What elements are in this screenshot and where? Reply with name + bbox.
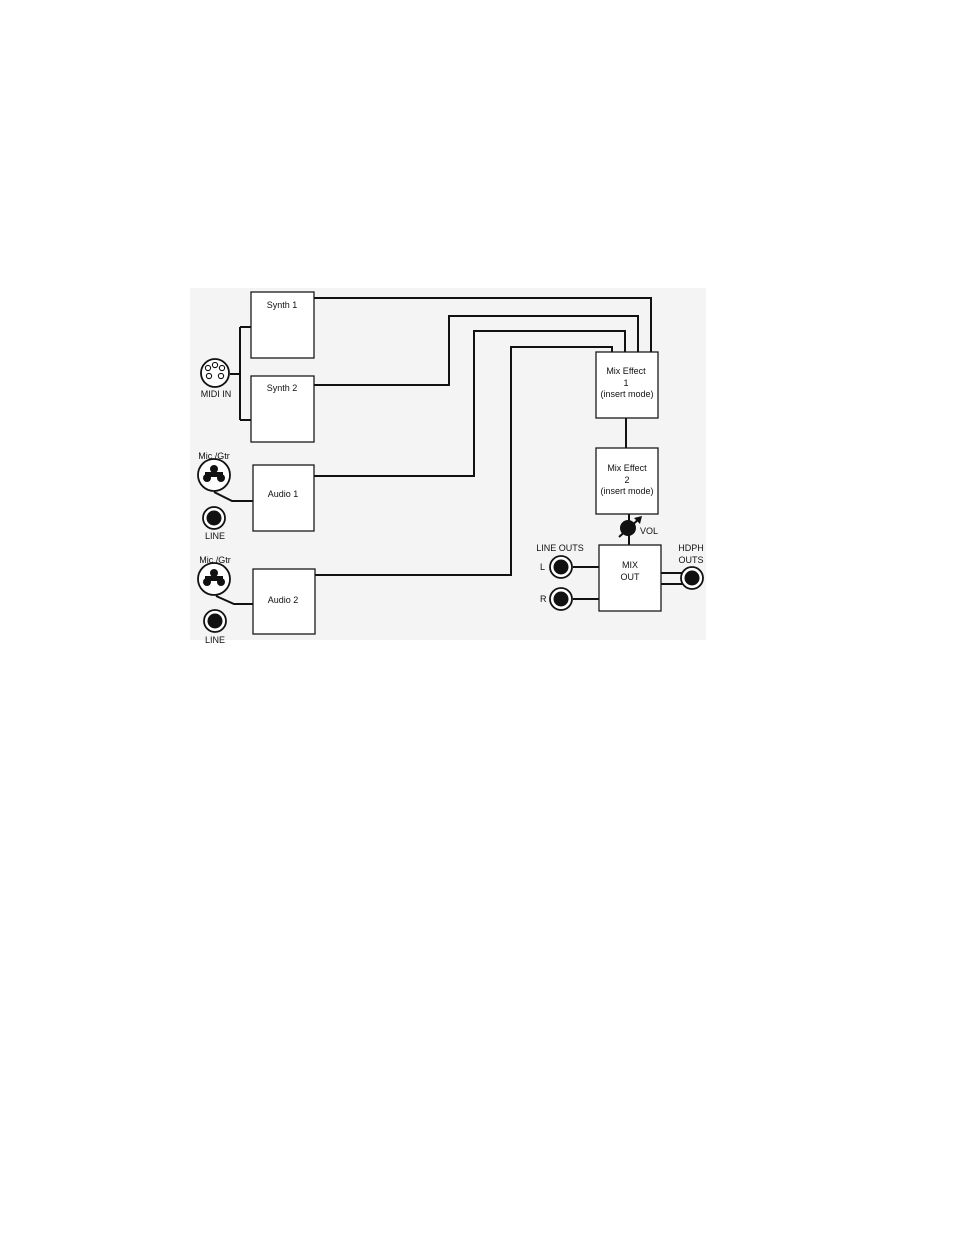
synth1-box: Synth 1 xyxy=(251,292,314,358)
line-out-r-jack-icon xyxy=(550,588,572,610)
mix-effect2-label-line3: (insert mode) xyxy=(600,486,653,496)
audio2-box: Audio 2 xyxy=(253,569,315,634)
mix-out-box: MIX OUT xyxy=(599,545,661,611)
mix-out-label-line2: OUT xyxy=(621,572,641,582)
line-out-l-label: L xyxy=(540,562,545,572)
mix-effect2-label-line1: Mix Effect xyxy=(607,463,647,473)
xlr-jack-2-icon xyxy=(198,563,230,595)
line-1-label: LINE xyxy=(205,531,225,541)
audio1-box: Audio 1 xyxy=(253,465,314,531)
mix-out-label-line1: MIX xyxy=(622,560,638,570)
mix-effect2-label-line2: 2 xyxy=(624,475,629,485)
mix-effect1-label-line1: Mix Effect xyxy=(606,366,646,376)
vol-label: VOL xyxy=(640,526,658,536)
line-jack-1-icon xyxy=(203,507,225,529)
synth2-label: Synth 2 xyxy=(267,383,298,393)
audio2-label: Audio 2 xyxy=(268,595,299,605)
audio1-label: Audio 1 xyxy=(268,489,299,499)
mix-effect2-box: Mix Effect 2 (insert mode) xyxy=(596,448,658,514)
line-jack-2-icon xyxy=(204,610,226,632)
midi-in-label: MIDI IN xyxy=(201,389,232,399)
xlr-jack-1-icon xyxy=(198,459,230,491)
mix-effect1-label-line2: 1 xyxy=(623,378,628,388)
synth2-box: Synth 2 xyxy=(251,376,314,442)
hdph-out-jack-icon xyxy=(681,567,703,589)
mix-effect1-label-line3: (insert mode) xyxy=(600,389,653,399)
line-out-l-jack-icon xyxy=(550,556,572,578)
hdph-outs-label-line1: HDPH xyxy=(678,543,704,553)
synth1-label: Synth 1 xyxy=(267,300,298,310)
line-2-label: LINE xyxy=(205,635,225,645)
line-outs-label: LINE OUTS xyxy=(536,543,584,553)
hdph-outs-label-line2: OUTS xyxy=(678,555,703,565)
mix-effect1-box: Mix Effect 1 (insert mode) xyxy=(596,352,658,418)
midi-din-icon xyxy=(201,359,229,387)
line-out-r-label: R xyxy=(540,594,547,604)
